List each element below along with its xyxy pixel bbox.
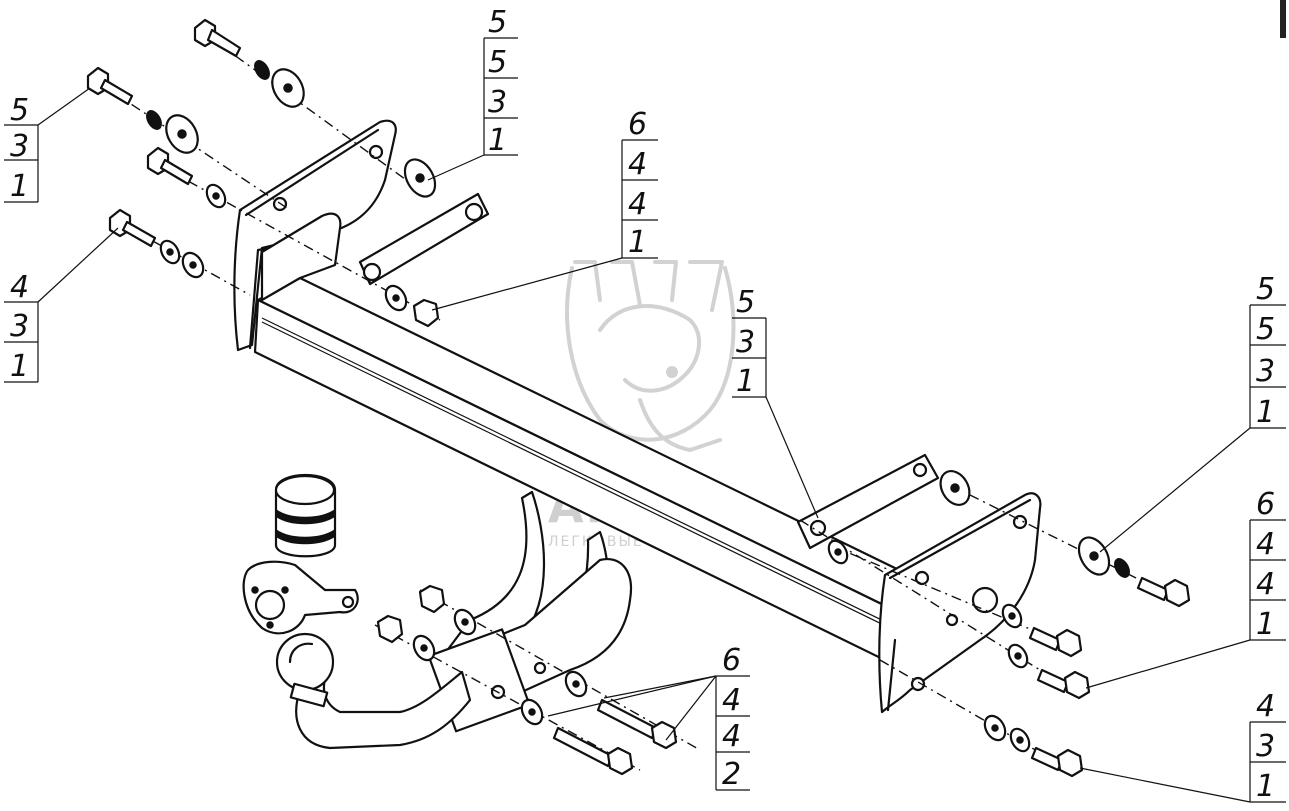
watermark-logo: [565, 260, 736, 452]
callout-number: 5: [10, 93, 29, 128]
callout-number: 3: [736, 325, 755, 360]
callout-number: 1: [488, 123, 507, 158]
callout-number: 1: [1256, 607, 1275, 642]
callout-number: 3: [1256, 354, 1275, 389]
left-bracket: [233, 119, 397, 352]
callout-top-left-a: 5 3 1: [4, 93, 39, 204]
callout-number: 1: [736, 364, 755, 399]
bolt-top-1: [193, 18, 242, 58]
callout-top-left-b: 4 3 1: [4, 270, 39, 384]
callout-number: 5: [1256, 312, 1275, 347]
socket-plate: [242, 560, 359, 635]
callout-number: 1: [10, 169, 29, 204]
callout-mid-right: 5 3 1: [732, 285, 767, 399]
callout-number: 1: [628, 225, 647, 260]
callout-right-top: 5 5 3 1: [1249, 272, 1286, 430]
callout-number: 4: [10, 270, 29, 305]
callout-number: 1: [10, 349, 29, 384]
callout-number: 3: [10, 309, 29, 344]
bolt-left-2: [86, 66, 134, 106]
bolt-bottom-2: [552, 726, 634, 776]
cross-beam: [253, 276, 942, 667]
bolt-right-2: [1028, 626, 1083, 658]
callout-right-bottom: 4 3 1: [1249, 689, 1286, 804]
callout-number: 5: [488, 45, 507, 80]
callout-number: 6: [1256, 487, 1275, 522]
callout-right-mid: 6 4 4 1: [1249, 487, 1286, 642]
callout-number: 3: [1256, 729, 1275, 764]
bolt-bottom-1: [596, 698, 678, 750]
callout-number: 4: [1256, 567, 1275, 602]
bolt-left-4: [108, 208, 157, 248]
right-link-plate: [796, 453, 940, 550]
callout-number: 4: [722, 719, 741, 754]
left-link-plate: [358, 192, 490, 286]
callout-number: 3: [10, 129, 29, 164]
callout-number: 3: [488, 85, 507, 120]
callout-number: 5: [1256, 272, 1275, 307]
callout-number: 1: [1256, 769, 1275, 804]
bolt-left-3: [146, 146, 194, 186]
bolt-right-4: [1030, 746, 1084, 778]
callout-number: 1: [1256, 395, 1275, 430]
callout-number: 6: [628, 107, 647, 142]
ball-cap: [274, 473, 337, 558]
nut-center-left: [412, 298, 440, 328]
washer-top-1: [254, 60, 270, 80]
scrollbar-marker: [1280, 0, 1286, 38]
hardware: [86, 18, 1191, 778]
callout-number: 6: [722, 643, 741, 678]
bolt-right-1: [1136, 576, 1191, 608]
callout-number: 4: [628, 147, 647, 182]
callout-number: 2: [722, 757, 741, 792]
callout-center-nut: 6 4 4 1: [621, 107, 658, 260]
callout-number: 5: [736, 285, 755, 320]
right-bracket: [878, 492, 1042, 714]
leader-lines: [37, 87, 1251, 803]
callout-bottom-center: 6 4 4 2: [715, 643, 750, 792]
tow-ball-arm: [275, 632, 472, 750]
callout-number: 5: [488, 5, 507, 40]
callout-number: 4: [1256, 689, 1275, 724]
callout-number: 4: [722, 683, 741, 718]
callout-number: 4: [628, 187, 647, 222]
callout-top-center: 5 5 3 1: [483, 5, 518, 158]
callout-number: 4: [1256, 527, 1275, 562]
bolt-right-3: [1036, 668, 1091, 700]
